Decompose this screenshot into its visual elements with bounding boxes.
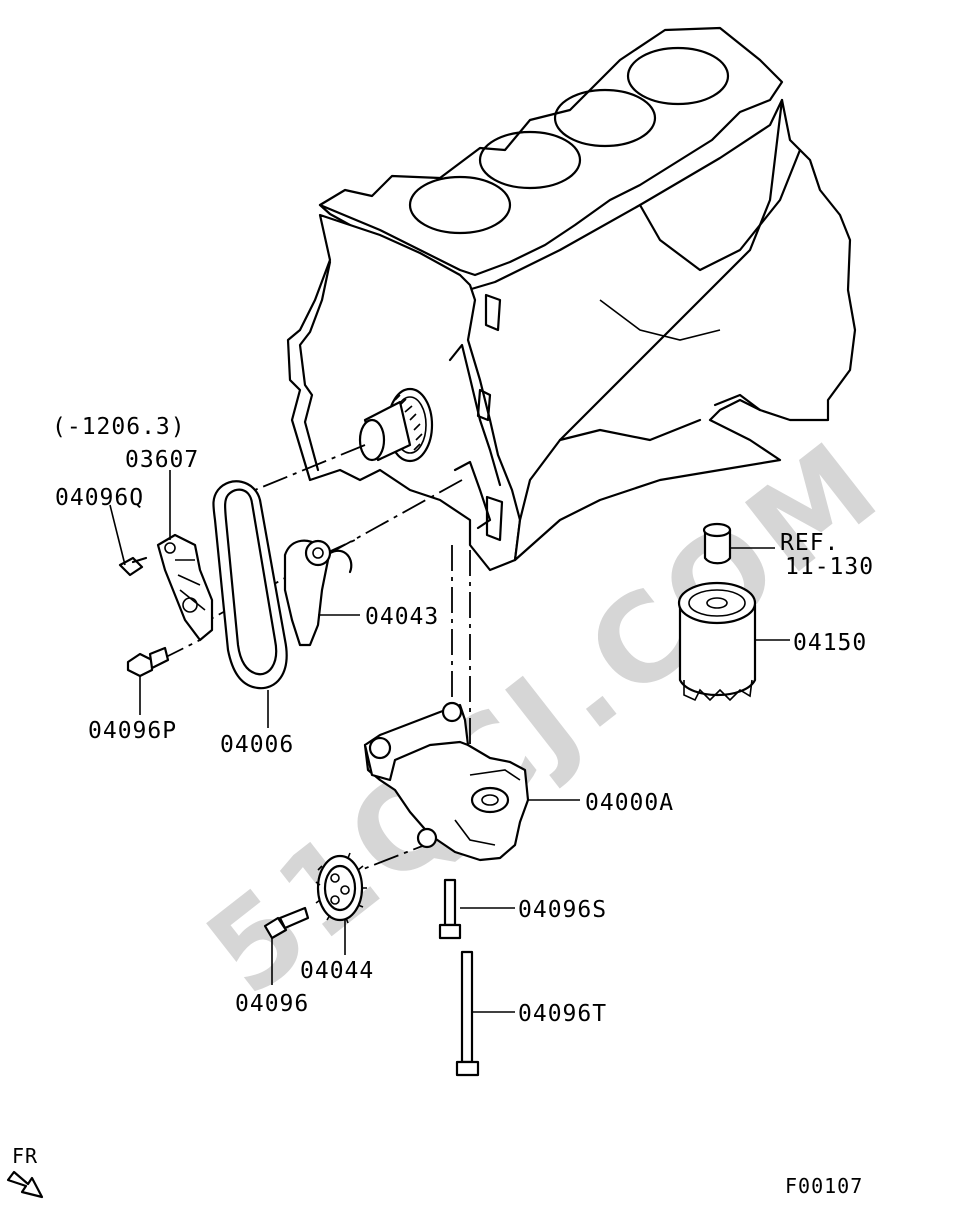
label-04044: 04044	[300, 958, 374, 984]
bolt-04096q	[118, 556, 148, 577]
timing-chain	[212, 480, 288, 690]
ref-plug	[702, 522, 732, 565]
label-04006: 04006	[220, 732, 294, 758]
label-04096p: 04096P	[88, 718, 177, 744]
oil-pump-assembly	[363, 701, 530, 862]
figure-id: F00107	[785, 1174, 863, 1198]
bolt-04096	[263, 906, 310, 940]
label-ref-line1: REF.	[780, 530, 839, 556]
label-04096: 04096	[235, 991, 309, 1017]
label-04043: 04043	[365, 604, 439, 630]
bolt-04096s	[438, 878, 462, 940]
front-arrow-icon	[6, 1170, 44, 1199]
fr-label: FR	[12, 1144, 38, 1168]
label-03607: 03607	[125, 447, 199, 473]
label-range: (-1206.3)	[52, 414, 186, 440]
oil-pump-sprocket	[315, 852, 367, 924]
crankshaft-sprocket	[358, 387, 434, 463]
leader-lines	[109, 470, 790, 1013]
label-04150: 04150	[793, 630, 867, 656]
label-04096q: 04096Q	[55, 485, 144, 511]
bolt-04096t	[455, 950, 480, 1077]
chain-tensioner	[283, 539, 353, 647]
oil-filter	[677, 581, 757, 702]
chain-guide-bracket	[156, 533, 214, 642]
label-ref-line2: 11-130	[785, 554, 874, 580]
label-04096t: 04096T	[518, 1001, 607, 1027]
front-direction-indicator: FR	[6, 1144, 44, 1199]
label-04000a: 04000A	[585, 790, 674, 816]
bolt-04096p	[126, 646, 170, 678]
label-04096s: 04096S	[518, 897, 607, 923]
